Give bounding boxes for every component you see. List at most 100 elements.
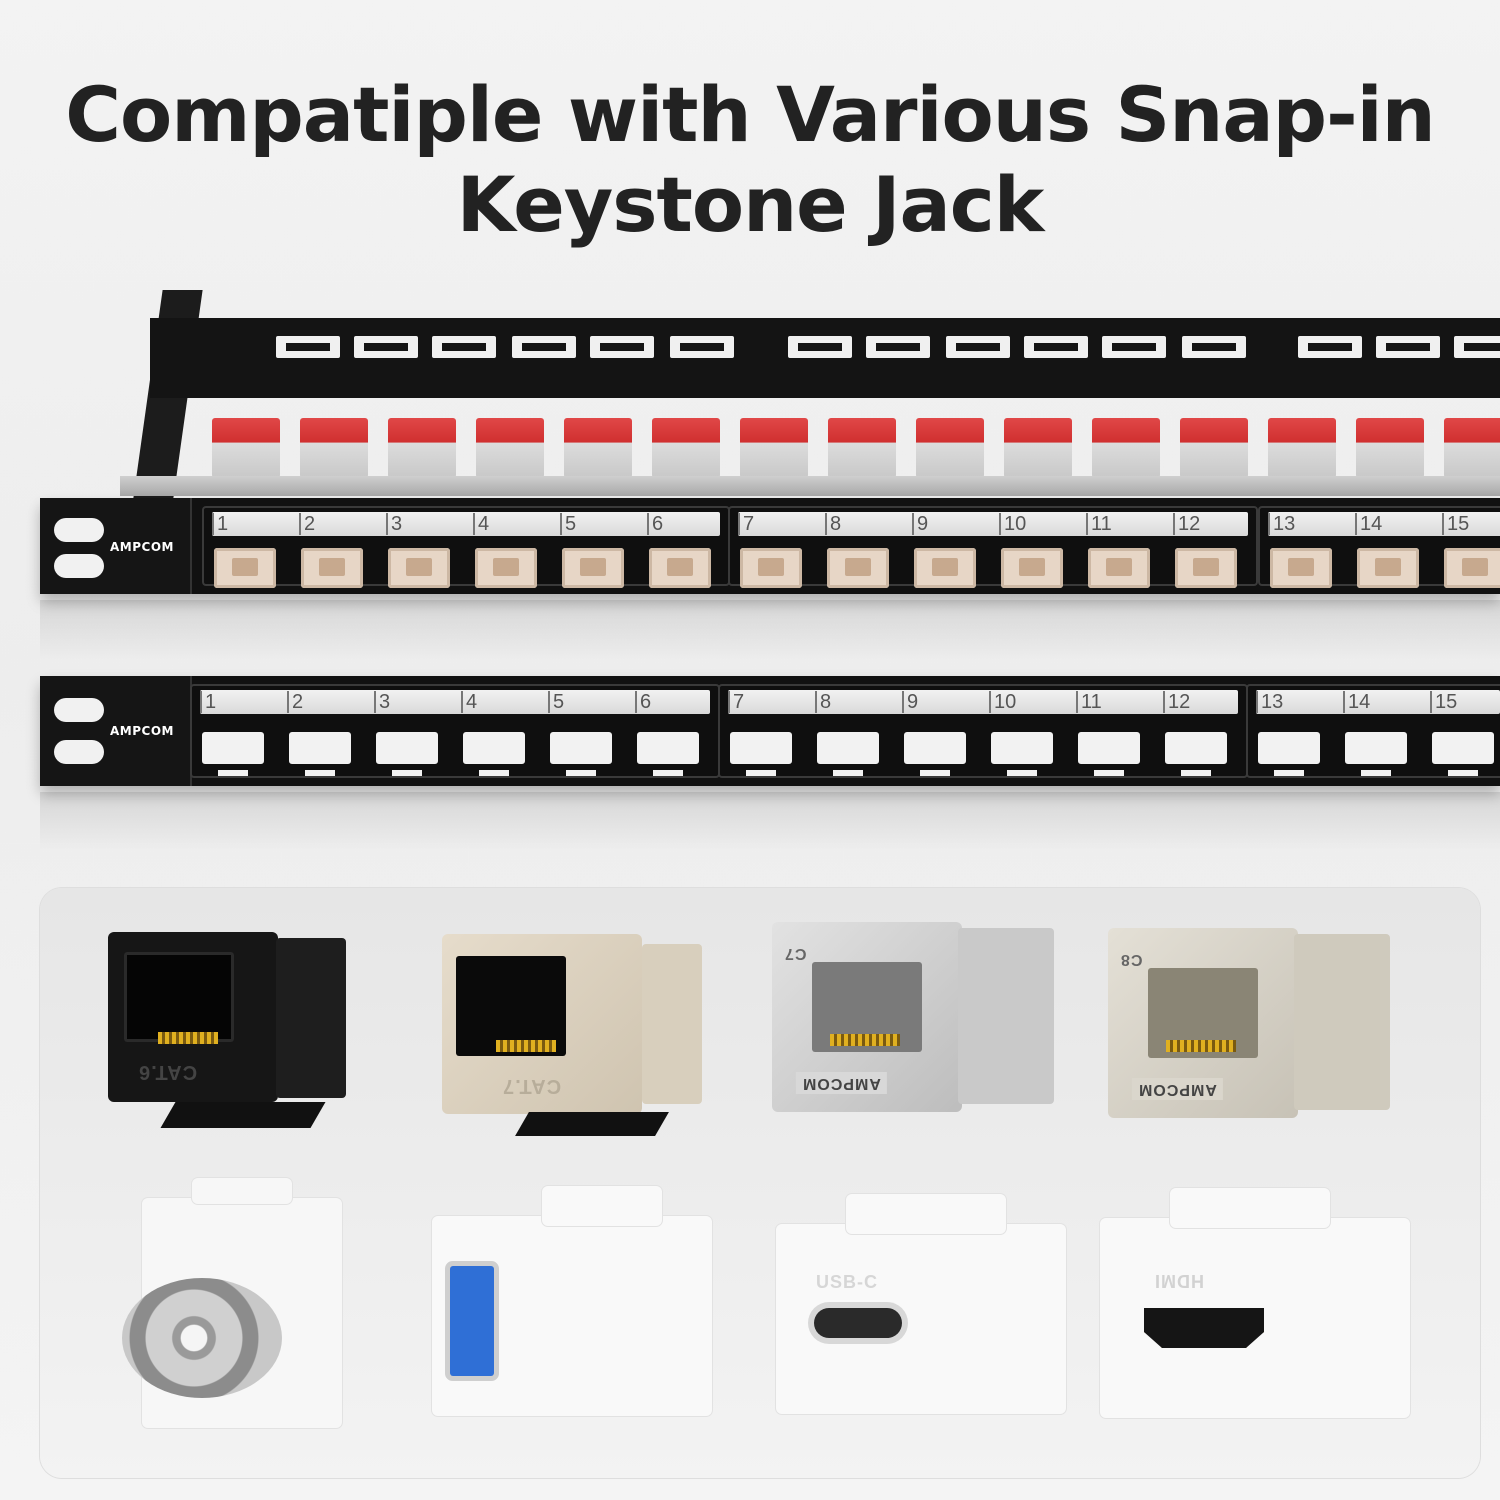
empty-keystone-slot[interactable]	[904, 732, 966, 776]
tray-slot	[1024, 336, 1088, 358]
gold-pins	[1166, 1040, 1236, 1052]
keystone-port[interactable]	[214, 548, 276, 588]
keystone-port[interactable]	[1088, 548, 1150, 588]
rear-keystone-module	[564, 418, 632, 478]
port-number: 13	[1256, 691, 1283, 713]
keystone-port[interactable]	[1444, 548, 1500, 588]
usbc-marking: USB-C	[816, 1272, 878, 1292]
port-number: 7	[738, 513, 754, 535]
tray-slot	[1298, 336, 1362, 358]
port-number: 14	[1355, 513, 1382, 535]
port-number: 4	[473, 513, 489, 535]
empty-keystone-slot[interactable]	[730, 732, 792, 776]
port-number: 14	[1343, 691, 1370, 713]
mount-hole	[54, 518, 104, 542]
keystone-port[interactable]	[827, 548, 889, 588]
port-number: 5	[548, 691, 564, 713]
tray-slot	[1376, 336, 1440, 358]
port-number: 3	[386, 513, 402, 535]
port-number: 13	[1268, 513, 1295, 535]
tray-slot	[788, 336, 852, 358]
jack-side	[1294, 934, 1390, 1110]
keystone-port[interactable]	[914, 548, 976, 588]
cat6-keystone-jack: CAT.6	[108, 932, 348, 1132]
usbc-keystone: USB-C	[776, 1184, 1076, 1434]
rack-ear: AMPCOM	[40, 498, 192, 594]
tray-slot	[276, 336, 340, 358]
port-number: 1	[212, 513, 228, 535]
empty-keystone-slot[interactable]	[637, 732, 699, 776]
empty-keystone-slot[interactable]	[463, 732, 525, 776]
rear-keystone-module	[1004, 418, 1072, 478]
jack-side	[642, 944, 702, 1104]
rear-keystone-module	[740, 418, 808, 478]
tray-slot	[946, 336, 1010, 358]
port-number: 2	[299, 513, 315, 535]
empty-keystone-slot[interactable]	[1078, 732, 1140, 776]
c7-toolless-keystone: C7 AMPCOM	[772, 922, 1072, 1142]
tray-slot	[512, 336, 576, 358]
jack-front: C8 AMPCOM	[1108, 928, 1298, 1118]
jack-front: C7 AMPCOM	[772, 922, 962, 1112]
keystone-port[interactable]	[562, 548, 624, 588]
keystone-port[interactable]	[740, 548, 802, 588]
c7-marking: C7	[784, 945, 807, 962]
rear-keystone-module	[212, 418, 280, 478]
gold-pins	[496, 1040, 556, 1052]
f-connector-icon	[122, 1278, 282, 1398]
rack-ear: AMPCOM	[40, 676, 192, 786]
keystone-port[interactable]	[1270, 548, 1332, 588]
rear-keystone-module	[916, 418, 984, 478]
keystone-port[interactable]	[1357, 548, 1419, 588]
port-number: 12	[1163, 691, 1190, 713]
empty-keystone-slot[interactable]	[1432, 732, 1494, 776]
port-number: 12	[1173, 513, 1200, 535]
hdmi-keystone: HDMI	[1100, 1178, 1420, 1438]
port-number: 8	[825, 513, 841, 535]
empty-keystone-slot[interactable]	[991, 732, 1053, 776]
empty-keystone-slot[interactable]	[1258, 732, 1320, 776]
rear-keystone-module	[1092, 418, 1160, 478]
empty-keystone-slot[interactable]	[289, 732, 351, 776]
empty-keystone-slot[interactable]	[1165, 732, 1227, 776]
rj45-opening	[124, 952, 234, 1042]
rear-keystone-module	[300, 418, 368, 478]
rear-keystone-module	[1268, 418, 1336, 478]
jack-side	[276, 938, 346, 1098]
ampcom-stamp: AMPCOM	[1132, 1078, 1223, 1100]
keystone-port[interactable]	[301, 548, 363, 588]
rear-keystone-module	[1444, 418, 1500, 478]
empty-keystone-slot[interactable]	[550, 732, 612, 776]
empty-keystone-slot[interactable]	[376, 732, 438, 776]
brand-logo: AMPCOM	[110, 724, 174, 738]
cat-marking: CAT.7	[502, 1075, 562, 1097]
latch-clip	[846, 1194, 1006, 1234]
rear-cable-tray	[150, 318, 1500, 398]
keystone-port[interactable]	[649, 548, 711, 588]
keystone-port[interactable]	[475, 548, 537, 588]
tray-slot	[432, 336, 496, 358]
headline-line-1: Compatiple with Various Snap-in	[65, 70, 1436, 159]
jack-side	[958, 928, 1054, 1104]
rj45-opening	[456, 956, 566, 1056]
tray-slot	[590, 336, 654, 358]
port-number: 10	[999, 513, 1026, 535]
c8-marking: C8	[1120, 951, 1143, 968]
empty-keystone-slot[interactable]	[202, 732, 264, 776]
keystone-port[interactable]	[388, 548, 450, 588]
port-number: 1	[200, 691, 216, 713]
keystone-port[interactable]	[1001, 548, 1063, 588]
port-number: 4	[461, 691, 477, 713]
empty-keystone-slot[interactable]	[1345, 732, 1407, 776]
rear-keystone-module	[388, 418, 456, 478]
keystone-port[interactable]	[1175, 548, 1237, 588]
empty-keystone-slot[interactable]	[817, 732, 879, 776]
